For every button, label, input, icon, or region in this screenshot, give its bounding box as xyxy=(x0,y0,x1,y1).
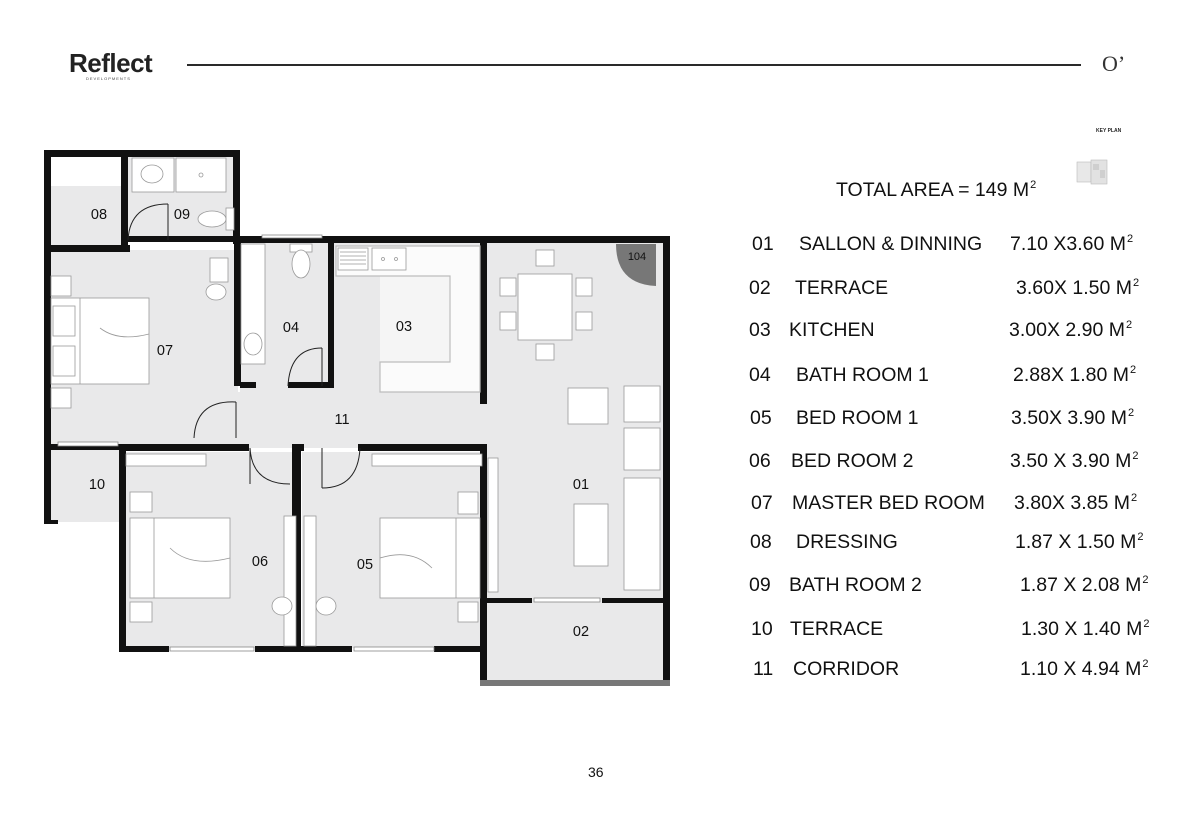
door-swings xyxy=(127,203,361,489)
unit-superscript: 2 xyxy=(1132,450,1139,462)
room-name: TERRACE xyxy=(795,277,889,299)
walls xyxy=(44,150,670,686)
room-name: DRESSING xyxy=(796,531,898,553)
brand-subtitle: DEVELOPMENTS xyxy=(86,76,131,81)
room-dimensions-text: 1.87 X 2.08 M xyxy=(1020,574,1142,596)
bedroom-2-bed-icon xyxy=(125,453,297,647)
room-label-02: 02 xyxy=(573,624,589,640)
unit-badge: 104 xyxy=(616,244,656,286)
unit-badge-text: 104 xyxy=(628,251,646,263)
room-dimensions: 1.10 X 4.94 M2 xyxy=(1020,658,1149,681)
brand-mark-icon: O’ xyxy=(1102,51,1126,76)
unit-superscript: 2 xyxy=(1126,319,1133,331)
room-dimensions: 3.80X 3.85 M2 xyxy=(1014,492,1137,515)
unit-superscript: 2 xyxy=(1133,277,1140,289)
room-dimensions: 1.30 X 1.40 M2 xyxy=(1021,618,1150,641)
unit-superscript: 2 xyxy=(1030,179,1037,191)
room-dimensions-text: 3.50X 3.90 M xyxy=(1011,407,1127,429)
room-name: BED ROOM 2 xyxy=(791,450,914,472)
room-number: 06 xyxy=(749,450,771,472)
room-number: 10 xyxy=(751,618,773,640)
key-plan-thumbnail xyxy=(1076,159,1108,185)
room-label-05: 05 xyxy=(357,557,373,573)
room-name: BATH ROOM 2 xyxy=(789,574,922,596)
room-name: MASTER BED ROOM xyxy=(792,492,985,514)
bathroom-2-fixtures xyxy=(131,157,235,231)
room-dimensions: 3.50X 3.90 M2 xyxy=(1011,407,1134,430)
room-dimensions-text: 3.00X 2.90 M xyxy=(1009,319,1125,341)
room-dimensions: 3.60X 1.50 M2 xyxy=(1016,277,1139,300)
unit-superscript: 2 xyxy=(1128,407,1135,419)
room-number: 09 xyxy=(749,574,771,596)
room-dimensions-text: 1.10 X 4.94 M xyxy=(1020,658,1142,680)
room-name: BED ROOM 1 xyxy=(796,407,919,429)
windows xyxy=(57,234,601,652)
room-dimensions-text: 3.80X 3.85 M xyxy=(1014,492,1130,514)
sofa-set-icon xyxy=(567,385,661,591)
unit-superscript: 2 xyxy=(1130,364,1137,376)
room-number: 08 xyxy=(750,531,772,553)
room-name: CORRIDOR xyxy=(793,658,900,680)
room-number: 02 xyxy=(749,277,771,299)
room-label-10: 10 xyxy=(89,477,105,493)
room-dimensions: 1.87 X 2.08 M2 xyxy=(1020,574,1149,597)
room-label-03: 03 xyxy=(396,319,412,335)
room-name: BATH ROOM 1 xyxy=(796,364,929,386)
floor-plan: 104 01 02 03 04 05 06 07 08 09 10 11 xyxy=(44,150,670,686)
bathroom-1-fixtures xyxy=(240,243,313,365)
room-name: SALLON & DINNING xyxy=(799,233,983,255)
room-dimensions: 7.10 X3.60 M2 xyxy=(1010,233,1133,256)
room-number: 11 xyxy=(753,658,774,680)
room-label-04: 04 xyxy=(283,320,299,336)
unit-superscript: 2 xyxy=(1143,618,1150,630)
room-name: TERRACE xyxy=(790,618,884,640)
unit-superscript: 2 xyxy=(1142,574,1149,586)
room-number: 05 xyxy=(750,407,772,429)
room-label-09: 09 xyxy=(174,207,190,223)
room-dimensions-text: 3.50 X 3.90 M xyxy=(1010,450,1132,472)
key-plan-label: KEY PLAN xyxy=(1096,128,1122,134)
room-dimensions: 1.87 X 1.50 M2 xyxy=(1015,531,1144,554)
room-labels: 01 02 03 04 05 06 07 08 09 10 11 xyxy=(89,207,589,640)
sink-icon xyxy=(337,247,407,271)
room-label-06: 06 xyxy=(252,554,268,570)
room-dimensions-text: 3.60X 1.50 M xyxy=(1016,277,1132,299)
room-label-08: 08 xyxy=(91,207,107,223)
room-dimensions: 3.50 X 3.90 M2 xyxy=(1010,450,1139,473)
room-dimensions: 2.88X 1.80 M2 xyxy=(1013,364,1136,387)
master-bed-icon xyxy=(50,257,229,409)
room-label-11: 11 xyxy=(334,412,349,428)
total-area-text: TOTAL AREA = 149 M xyxy=(836,179,1030,201)
room-number: 01 xyxy=(752,233,774,255)
room-dimensions-text: 1.87 X 1.50 M xyxy=(1015,531,1137,553)
unit-superscript: 2 xyxy=(1131,492,1138,504)
room-label-07: 07 xyxy=(157,343,173,359)
room-dimensions: 3.00X 2.90 M2 xyxy=(1009,319,1132,342)
unit-superscript: 2 xyxy=(1127,233,1134,245)
unit-superscript: 2 xyxy=(1142,658,1149,670)
dining-table-icon xyxy=(499,249,593,361)
total-area: TOTAL AREA = 149 M2 xyxy=(836,179,1036,202)
unit-superscript: 2 xyxy=(1137,531,1144,543)
bedroom-1-bed-icon xyxy=(303,453,499,647)
room-number: 07 xyxy=(751,492,773,514)
brand-logo: Reflect xyxy=(69,48,153,78)
room-number: 04 xyxy=(749,364,771,386)
room-dimensions-text: 2.88X 1.80 M xyxy=(1013,364,1129,386)
page-number: 36 xyxy=(588,764,604,780)
room-label-01: 01 xyxy=(573,477,589,493)
room-dimensions-text: 7.10 X3.60 M xyxy=(1010,233,1126,255)
room-name: KITCHEN xyxy=(789,319,875,341)
room-number: 03 xyxy=(749,319,771,341)
room-dimensions-text: 1.30 X 1.40 M xyxy=(1021,618,1143,640)
header-divider xyxy=(187,64,1081,66)
